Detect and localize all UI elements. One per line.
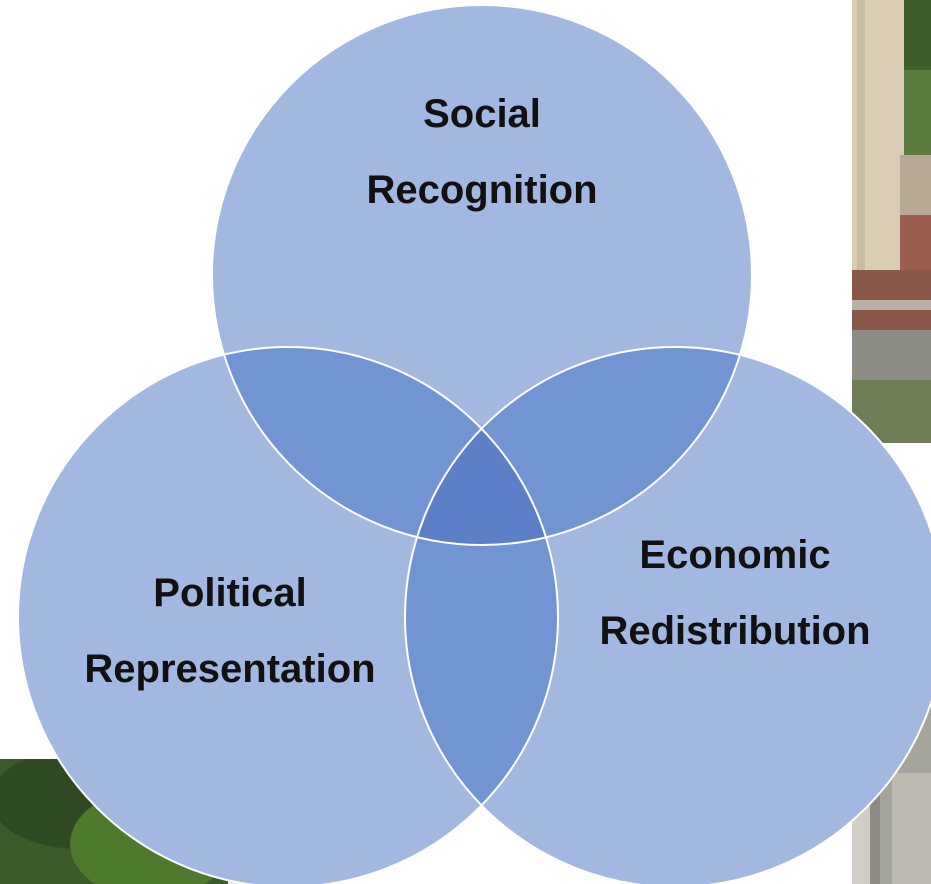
label-political-representation-line-1: Political: [153, 571, 307, 615]
overlap-social-economic: [405, 347, 752, 545]
photo-street-scene: [852, 0, 931, 443]
label-social-recognition-line-1: Social: [423, 92, 541, 136]
outline-economic: [404, 346, 931, 884]
label-political-representation: Political Representation: [60, 555, 400, 707]
label-economic-redistribution-line-2: Redistribution: [599, 609, 871, 653]
outline-social: [211, 4, 753, 546]
label-economic-redistribution: Economic Redistribution: [580, 517, 890, 669]
label-social-recognition: Social Recognition: [357, 76, 607, 228]
label-political-representation-line-2: Representation: [84, 647, 376, 691]
label-economic-redistribution-line-1: Economic: [639, 533, 831, 577]
outline-political: [17, 346, 559, 884]
label-social-recognition-line-2: Recognition: [366, 168, 598, 212]
overlap-social-political: [212, 347, 558, 545]
